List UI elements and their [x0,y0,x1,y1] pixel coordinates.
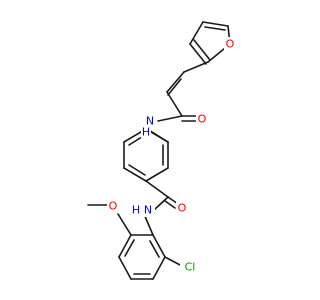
bond [189,43,207,65]
bond-double [193,39,211,61]
bond [152,234,166,258]
bond-double [124,239,135,257]
bond [117,213,132,236]
bond [152,256,166,280]
bond [189,21,204,45]
bond [166,71,185,93]
vinyl-chain [166,61,209,117]
background [0,0,300,300]
bond [164,256,183,267]
bond [118,234,132,258]
chloro-substituent [164,256,183,267]
bond-double [164,200,176,209]
amide-nitrogen-top-label: N [146,115,154,128]
bond-double [128,164,146,176]
label-bg [180,260,200,274]
bond [153,196,169,211]
bond-double [167,78,182,96]
label-bg [224,37,237,51]
molecule-canvas: O O N H O N H O Cl [0,0,300,300]
label-bg [131,203,141,217]
chlorine-label: Cl [185,261,196,274]
amide-hydrogen-top-label: H [142,126,150,139]
methoxy-group [87,204,132,236]
middle-amide [143,180,179,236]
label-bg [141,126,151,138]
bond [123,167,147,182]
bond-double [149,240,160,258]
bond [145,167,169,182]
bond [166,91,183,117]
label-bg [196,112,209,126]
carbonyl-oxygen-middle-label: O [178,202,187,215]
label-bg [176,201,189,215]
bottom-benzene-ring [118,234,166,280]
methoxy-oxygen-label: O [109,200,118,213]
bond [143,213,154,236]
carbonyl-oxygen-top-label: O [198,113,207,126]
molecule-structure: O O N H O N H O Cl [0,0,300,300]
amide-nitrogen-bottom-label: N [144,204,152,217]
bond [183,61,209,73]
bond [202,21,229,27]
bond [145,180,169,198]
furan-oxygen-label: O [226,38,235,51]
label-bg [141,203,155,217]
label-bg [143,114,157,128]
label-bg [107,199,120,213]
amide-hydrogen-bottom-label: H [132,204,140,217]
bond [157,115,183,122]
bond [118,256,132,280]
atom-labels: O O N H O N H O Cl [107,37,237,274]
bond-double [204,26,226,31]
